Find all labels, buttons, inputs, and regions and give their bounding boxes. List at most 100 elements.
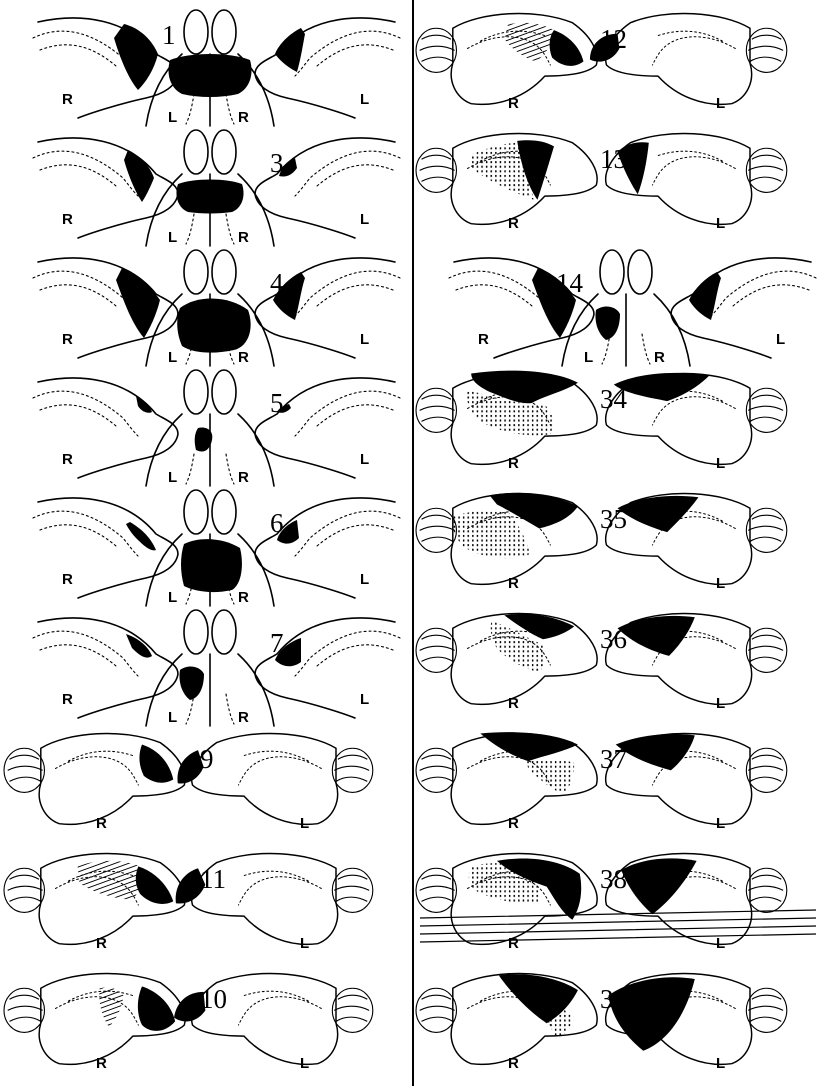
right-hemisphere-lateral [33, 18, 178, 118]
olfactory-bulb-left [184, 490, 208, 534]
dorsal-label-left: L [168, 109, 177, 126]
lateral-hemisphere-view [606, 853, 787, 944]
sulcus-dotted [226, 454, 234, 484]
cerebellum-folia [8, 995, 43, 1021]
figure-12: RL12 [416, 13, 787, 112]
figure-number: 1 [162, 20, 176, 50]
cerebellum-folia [334, 755, 369, 781]
dorsal-view [146, 130, 274, 246]
cerebellum-folia [334, 875, 369, 901]
cerebellum [746, 748, 786, 792]
lesion-area [689, 272, 721, 320]
cerebellum [4, 988, 44, 1032]
figure-38: RL38 [416, 853, 816, 952]
olfactory-bulb-left [184, 370, 208, 414]
dorsal-label-right: R [654, 349, 665, 366]
view-label-right: R [96, 1055, 107, 1072]
cerebellum-folia [420, 995, 455, 1021]
left-hemisphere-lateral [606, 493, 787, 584]
left-hemisphere-lateral [606, 973, 787, 1064]
lesion-area [136, 396, 152, 413]
figure-10: RL10 [4, 973, 373, 1072]
lateral-hemisphere-view [33, 618, 178, 718]
lesion-area [169, 54, 252, 97]
hemisphere-outline [38, 618, 178, 718]
sulcus-dotted [40, 525, 116, 546]
cerebellum-folia [748, 395, 783, 421]
figure-11: RL11 [4, 853, 373, 952]
lesion-area [126, 522, 156, 550]
degeneration-stippled [526, 760, 574, 794]
view-label-right: R [508, 215, 519, 232]
right-hemisphere-lateral [416, 133, 597, 224]
cerebellum-folia [420, 515, 455, 541]
lateral-hemisphere-view [671, 258, 816, 358]
sylvian-fissure-dotted [33, 511, 138, 556]
left-column: RLRL1RLRL3RLRL4RLRL5RLRL6RLRL7RL9RL11RL1… [4, 10, 400, 1072]
olfactory-bulb-right [212, 130, 236, 174]
right-hemisphere-lateral [4, 733, 185, 824]
sulcus-dotted [40, 285, 116, 306]
right-hemisphere-lateral [33, 618, 178, 718]
right-hemisphere-lateral [33, 138, 178, 238]
lesion-area [138, 986, 175, 1031]
cerebellum-folia [420, 395, 455, 421]
view-label-right: R [62, 331, 73, 348]
figure-6: RLRL6 [33, 490, 400, 606]
figure-number: 11 [200, 864, 226, 894]
lesion-area [116, 268, 160, 338]
dorsal-view [146, 250, 274, 366]
figure-number: 7 [270, 628, 284, 658]
lateral-hemisphere-view [4, 973, 185, 1064]
lateral-hemisphere-view [416, 133, 597, 224]
olfactory-bulb-left [600, 250, 624, 294]
hemisphere-outline [38, 138, 178, 238]
figure-36: RL36 [416, 613, 787, 712]
olfactory-bulb-left [184, 130, 208, 174]
view-label-right: R [96, 815, 107, 832]
sulcus-dotted [40, 405, 116, 426]
dorsal-label-right: R [238, 469, 249, 486]
cerebellum-folia [334, 995, 369, 1021]
left-hemisphere-lateral [606, 373, 787, 465]
view-label-left: L [716, 455, 725, 472]
sulcus-dotted [733, 285, 809, 306]
sylvian-fissure-dotted [295, 631, 400, 676]
dorsal-view [146, 610, 274, 726]
view-label-left: L [300, 935, 309, 952]
cerebellum [416, 868, 456, 912]
sylvian-fissure-dotted [33, 631, 138, 676]
cerebellum-folia [420, 35, 455, 61]
cerebellum [416, 988, 456, 1032]
lateral-hemisphere-view [255, 18, 400, 118]
left-hemisphere-lateral [671, 258, 816, 358]
lateral-hemisphere-view [606, 973, 787, 1064]
cerebellum [416, 388, 456, 432]
cerebellum [4, 868, 44, 912]
dorsal-label-left: L [168, 589, 177, 606]
olfactory-bulb-right [212, 10, 236, 54]
sulcus-dotted [317, 285, 393, 306]
cerebellum-folia [420, 875, 455, 901]
cerebellum [746, 988, 786, 1032]
right-hemisphere-lateral [4, 973, 185, 1064]
sylvian-fissure-dotted [295, 271, 400, 316]
sulcus-dotted [642, 334, 650, 364]
view-label-left: L [360, 691, 369, 708]
figure-14: RLRL14 [449, 250, 816, 366]
figure-37: RL37 [416, 732, 787, 832]
figure-13: RL13 [416, 133, 787, 232]
lesion-area [176, 180, 243, 214]
lesion-area [124, 150, 154, 202]
olfactory-bulb-left [184, 610, 208, 654]
view-label-left: L [716, 575, 725, 592]
lesion-area [480, 732, 578, 761]
lateral-hemisphere-view [416, 371, 597, 465]
lesion-area [139, 745, 173, 783]
section-plane-lines [420, 910, 816, 942]
sylvian-fissure-dotted [33, 391, 138, 436]
cerebellum [416, 508, 456, 552]
figure-9: RL9 [4, 733, 373, 832]
view-label-right: R [478, 331, 489, 348]
